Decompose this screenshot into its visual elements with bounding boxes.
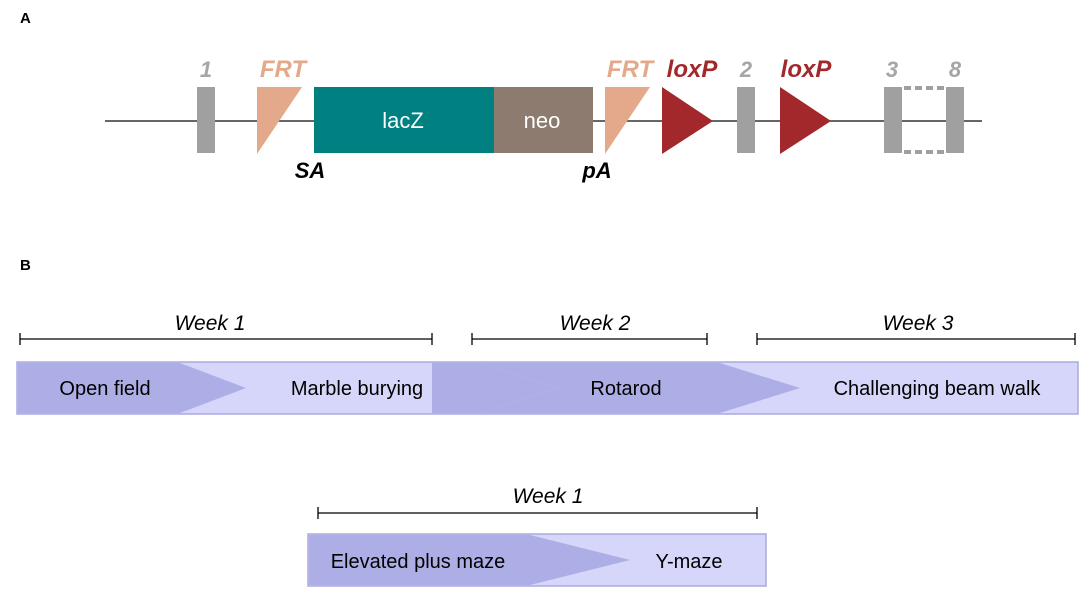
loxp-label-1: loxP (667, 56, 719, 83)
exon-1-number: 1 (200, 57, 212, 82)
exon-3-number: 3 (886, 57, 898, 82)
splice-acceptor-label: SA (295, 158, 326, 183)
test-rotarod: Rotarod (590, 378, 661, 400)
panel-b-label: B (20, 257, 31, 274)
exon-2-number: 2 (739, 57, 753, 82)
exon-8-number: 8 (949, 57, 962, 82)
exon-8-block (946, 87, 964, 153)
frt-label-1: FRT (260, 56, 309, 83)
lacz-label: lacZ (382, 108, 424, 133)
loxp-site-1 (662, 87, 713, 154)
timeline-1-bar (16, 361, 1079, 415)
week-1-bracket (19, 333, 433, 345)
panel-a-label: A (20, 10, 31, 27)
loxp-site-2 (780, 87, 831, 154)
exon-1-block (197, 87, 215, 153)
test-marble-burying: Marble burying (291, 378, 423, 400)
week-3-bracket (756, 333, 1076, 345)
test-open-field: Open field (59, 378, 150, 400)
test-elevated-plus-maze: Elevated plus maze (331, 551, 506, 573)
week-2-label: Week 2 (560, 312, 631, 335)
test-challenging-beam-walk: Challenging beam walk (834, 378, 1042, 400)
week-1-label: Week 1 (175, 312, 246, 335)
neo-label: neo (524, 108, 561, 133)
exon-3-block (884, 87, 902, 153)
week-3-label: Week 3 (883, 312, 954, 335)
frt-site-1 (257, 87, 302, 154)
timeline-2-week-label: Week 1 (513, 485, 584, 508)
loxp-label-2: loxP (781, 56, 833, 83)
frt-site-2 (605, 87, 650, 154)
timeline-2-week-bracket (317, 507, 758, 519)
lacz-cassette (314, 87, 494, 153)
timeline-2-bar (307, 533, 767, 587)
test-y-maze: Y-maze (655, 551, 722, 573)
exon-2-block (737, 87, 755, 153)
neo-cassette (494, 87, 593, 153)
frt-label-2: FRT (607, 56, 656, 83)
polya-label: pA (581, 158, 611, 183)
week-2-bracket (471, 333, 708, 345)
